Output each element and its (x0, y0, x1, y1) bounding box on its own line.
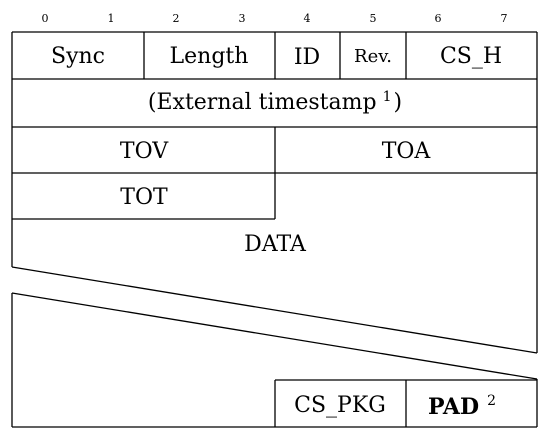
field-pad: PAD 2 (428, 393, 496, 420)
pad-footnote: 2 (487, 393, 496, 409)
field-tov: TOV (120, 139, 169, 164)
column-number-7: 7 (501, 12, 508, 25)
field-toa: TOA (382, 139, 432, 164)
column-number-3: 3 (239, 12, 246, 25)
field-id: ID (294, 45, 320, 70)
column-number-4: 4 (304, 12, 311, 25)
lower-block-lines (11, 292, 538, 428)
external-timestamp-footnote: 1 (383, 89, 392, 105)
field-rev: Rev. (354, 46, 392, 67)
field-external-timestamp: (External timestamp 1) (148, 89, 402, 115)
column-number-6: 6 (435, 12, 442, 25)
upper-block-lines (11, 31, 538, 354)
external-timestamp-label: (External timestamp (148, 90, 377, 115)
pad-label: PAD (428, 394, 479, 420)
field-length: Length (170, 44, 249, 69)
field-tot: TOT (120, 185, 168, 210)
field-data: DATA (244, 232, 307, 257)
field-sync: Sync (51, 44, 105, 69)
field-cs-h: CS_H (440, 44, 502, 69)
column-numbers: 0 1 2 3 4 5 6 7 (42, 12, 508, 25)
column-number-2: 2 (173, 12, 180, 25)
column-number-5: 5 (370, 12, 377, 25)
column-number-0: 0 (42, 12, 49, 25)
column-number-1: 1 (108, 12, 115, 25)
external-timestamp-close-paren: ) (394, 90, 403, 115)
field-cs-pkg: CS_PKG (294, 393, 386, 418)
